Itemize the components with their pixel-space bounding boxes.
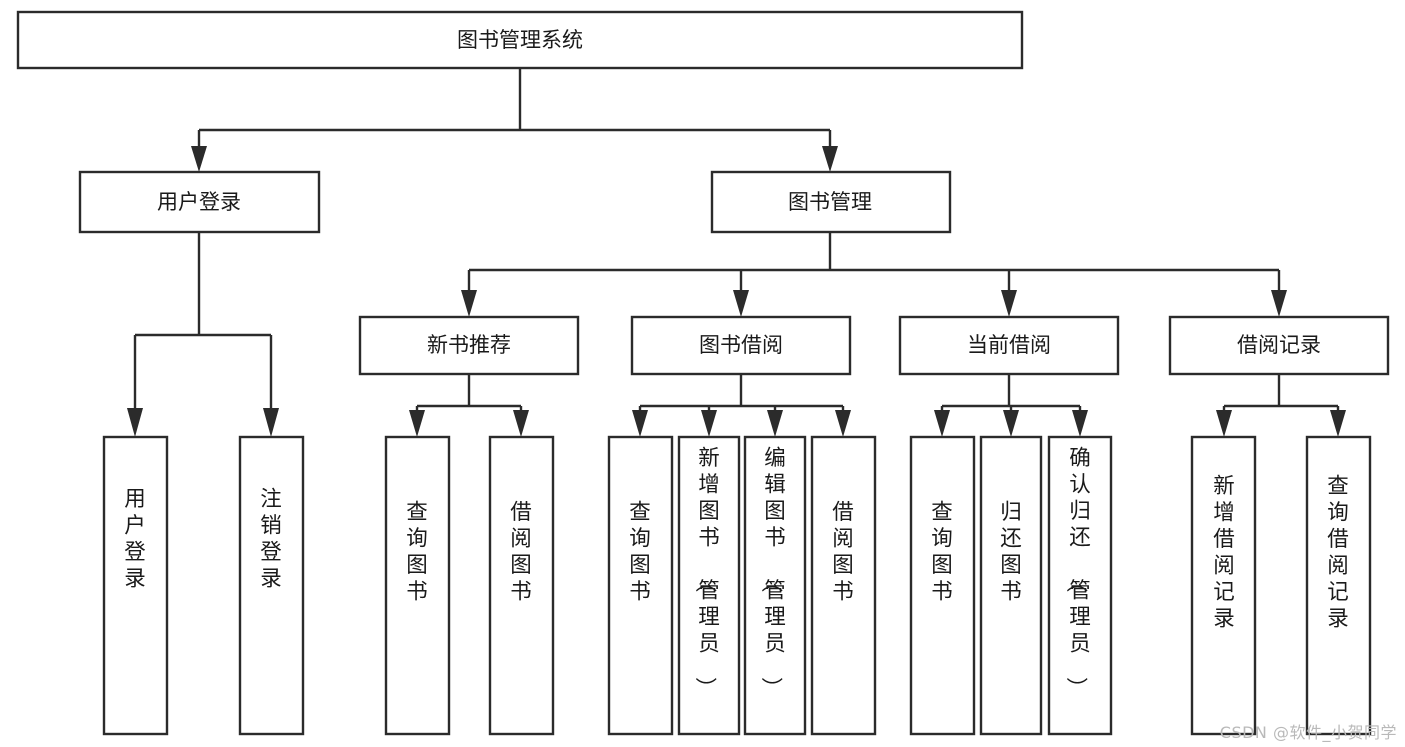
node-leaf-edit-book-label: 编辑图书（管理员） <box>758 446 786 699</box>
node-leaf-borrow-book-1-label: 借阅图书 <box>510 500 532 605</box>
arrow-head-leaf-confirm-return <box>1072 410 1088 437</box>
node-leaf-query-book-2[interactable]: 查询图书 <box>607 435 674 736</box>
node-leaf-user-login-label: 用户登录 <box>124 487 146 592</box>
arrow-head-book-management <box>822 146 838 172</box>
arrow-head-leaf-add-book <box>701 410 717 437</box>
arrow-head-book-borrow <box>733 290 749 317</box>
node-leaf-query-book-3[interactable]: 查询图书 <box>909 435 976 736</box>
node-book-management[interactable]: 图书管理 <box>710 170 952 234</box>
node-new-book-recommend-box[interactable] <box>358 315 580 376</box>
arrow-head-leaf-add-record <box>1216 410 1232 437</box>
connector-group <box>127 68 1346 437</box>
node-leaf-add-record-label: 新增借阅记录 <box>1213 474 1235 632</box>
node-leaf-query-record-label: 查询借阅记录 <box>1327 474 1349 632</box>
node-leaf-confirm-return-label: 确认归还（管理员） <box>1063 446 1091 699</box>
node-leaf-query-book-1-box[interactable] <box>384 435 451 736</box>
arrow-head-borrow-record <box>1271 290 1287 317</box>
node-leaf-add-record-box[interactable] <box>1190 435 1257 736</box>
node-leaf-query-record-box[interactable] <box>1305 435 1372 736</box>
node-current-borrow-label: 当前借阅 <box>967 333 1051 357</box>
node-leaf-add-book-box[interactable] <box>677 435 741 736</box>
arrow-head-leaf-logout-login <box>263 408 279 437</box>
node-leaf-query-book-2-label: 查询图书 <box>629 500 651 605</box>
node-leaf-add-book-label: 新增图书（管理员） <box>692 446 720 699</box>
node-leaf-query-book-3-box[interactable] <box>909 435 976 736</box>
node-leaf-add-book[interactable]: 新增图书（管理员） <box>677 435 741 736</box>
node-leaf-logout-login-label: 注销登录 <box>260 487 282 592</box>
node-current-borrow[interactable]: 当前借阅 <box>898 315 1120 376</box>
node-leaf-borrow-book-2-box[interactable] <box>810 435 877 736</box>
node-book-management-label: 图书管理 <box>788 190 872 214</box>
node-root[interactable]: 图书管理系统 <box>16 10 1024 70</box>
node-book-borrow-label: 图书借阅 <box>699 333 783 357</box>
node-leaf-borrow-book-1-box[interactable] <box>488 435 555 736</box>
node-leaf-user-login[interactable]: 用户登录 <box>102 435 169 736</box>
node-new-book-recommend[interactable]: 新书推荐 <box>358 315 580 376</box>
node-borrow-record-label: 借阅记录 <box>1237 333 1321 357</box>
arrow-head-leaf-user-login <box>127 408 143 437</box>
node-leaf-confirm-return[interactable]: 确认归还（管理员） <box>1047 435 1113 736</box>
node-leaf-query-book-2-box[interactable] <box>607 435 674 736</box>
arrow-head-leaf-query-book-3 <box>934 410 950 437</box>
arrow-head-leaf-return-book <box>1003 410 1019 437</box>
arrow-head-user-login <box>191 146 207 172</box>
node-leaf-query-book-1-label: 查询图书 <box>406 500 428 605</box>
node-leaf-edit-book[interactable]: 编辑图书（管理员） <box>743 435 807 736</box>
node-leaf-borrow-book-2[interactable]: 借阅图书 <box>810 435 877 736</box>
node-leaf-query-book-3-label: 查询图书 <box>931 500 953 605</box>
node-leaf-query-book-1[interactable]: 查询图书 <box>384 435 451 736</box>
node-current-borrow-box[interactable] <box>898 315 1120 376</box>
node-leaf-query-record[interactable]: 查询借阅记录 <box>1305 435 1372 736</box>
arrow-head-leaf-query-book-1 <box>409 410 425 437</box>
node-book-management-box[interactable] <box>710 170 952 234</box>
node-user-login[interactable]: 用户登录 <box>78 170 321 234</box>
node-root-label: 图书管理系统 <box>457 28 583 52</box>
node-leaf-add-record[interactable]: 新增借阅记录 <box>1190 435 1257 736</box>
arrow-head-leaf-query-book-2 <box>632 410 648 437</box>
node-leaf-logout-login-box[interactable] <box>238 435 305 736</box>
node-user-login-label: 用户登录 <box>157 190 241 214</box>
node-leaf-confirm-return-box[interactable] <box>1047 435 1113 736</box>
node-leaf-edit-book-box[interactable] <box>743 435 807 736</box>
node-borrow-record[interactable]: 借阅记录 <box>1168 315 1390 376</box>
node-leaf-borrow-book-1[interactable]: 借阅图书 <box>488 435 555 736</box>
node-borrow-record-box[interactable] <box>1168 315 1390 376</box>
arrow-head-leaf-query-record <box>1330 410 1346 437</box>
arrow-head-leaf-borrow-book-2 <box>835 410 851 437</box>
arrow-head-leaf-edit-book <box>767 410 783 437</box>
watermark-label: CSDN @软件_小贺同学 <box>1219 723 1397 742</box>
node-leaf-logout-login[interactable]: 注销登录 <box>238 435 305 736</box>
node-leaf-return-book-label: 归还图书 <box>1000 500 1022 605</box>
node-user-login-box[interactable] <box>78 170 321 234</box>
arrow-head-leaf-borrow-book-1 <box>513 410 529 437</box>
node-leaf-return-book[interactable]: 归还图书 <box>979 435 1043 736</box>
node-book-borrow[interactable]: 图书借阅 <box>630 315 852 376</box>
arrow-head-new-book-recommend <box>461 290 477 317</box>
node-leaf-user-login-box[interactable] <box>102 435 169 736</box>
node-leaf-borrow-book-2-label: 借阅图书 <box>832 500 854 605</box>
node-new-book-recommend-label: 新书推荐 <box>427 333 511 357</box>
node-book-borrow-box[interactable] <box>630 315 852 376</box>
node-root-box[interactable] <box>16 10 1024 70</box>
arrow-head-current-borrow <box>1001 290 1017 317</box>
node-leaf-return-book-box[interactable] <box>979 435 1043 736</box>
